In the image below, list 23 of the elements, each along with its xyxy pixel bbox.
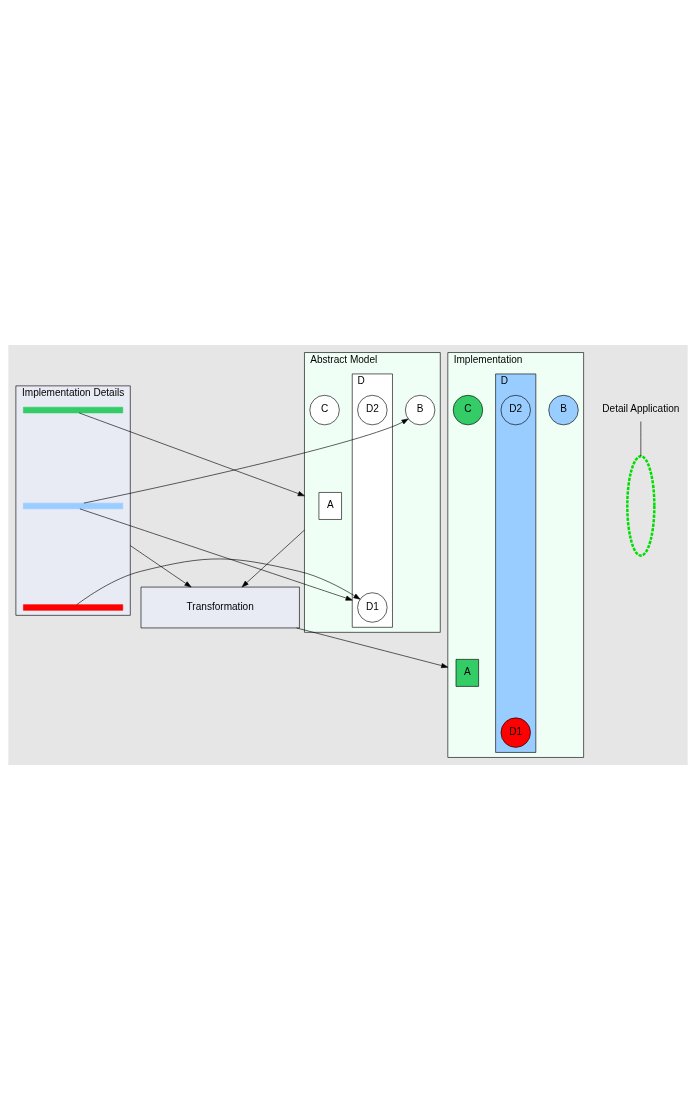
node-box: A <box>318 492 342 520</box>
node-circle: B <box>548 395 579 426</box>
node-bar <box>23 604 124 611</box>
node-box: A <box>455 659 479 687</box>
arrow <box>296 627 449 669</box>
node-circle: D1 <box>357 592 388 623</box>
node-circle: D1 <box>500 717 531 748</box>
node-circle: D2 <box>500 395 531 426</box>
arrow <box>241 529 305 588</box>
cluster: Implementation Details <box>15 385 131 616</box>
node-ellipse <box>626 455 656 557</box>
node-circle: C <box>452 395 484 426</box>
node-circle: B <box>405 395 436 426</box>
node-text: Detail Application <box>602 403 680 415</box>
arrow <box>79 508 353 601</box>
node-circle: C <box>309 395 340 426</box>
arrow <box>78 412 305 497</box>
arrow <box>83 418 409 504</box>
node-circle: D2 <box>357 395 388 426</box>
node-box: Transformation <box>140 586 300 629</box>
node-bar <box>23 502 124 510</box>
node-bar <box>23 406 124 414</box>
arrow <box>130 545 192 588</box>
